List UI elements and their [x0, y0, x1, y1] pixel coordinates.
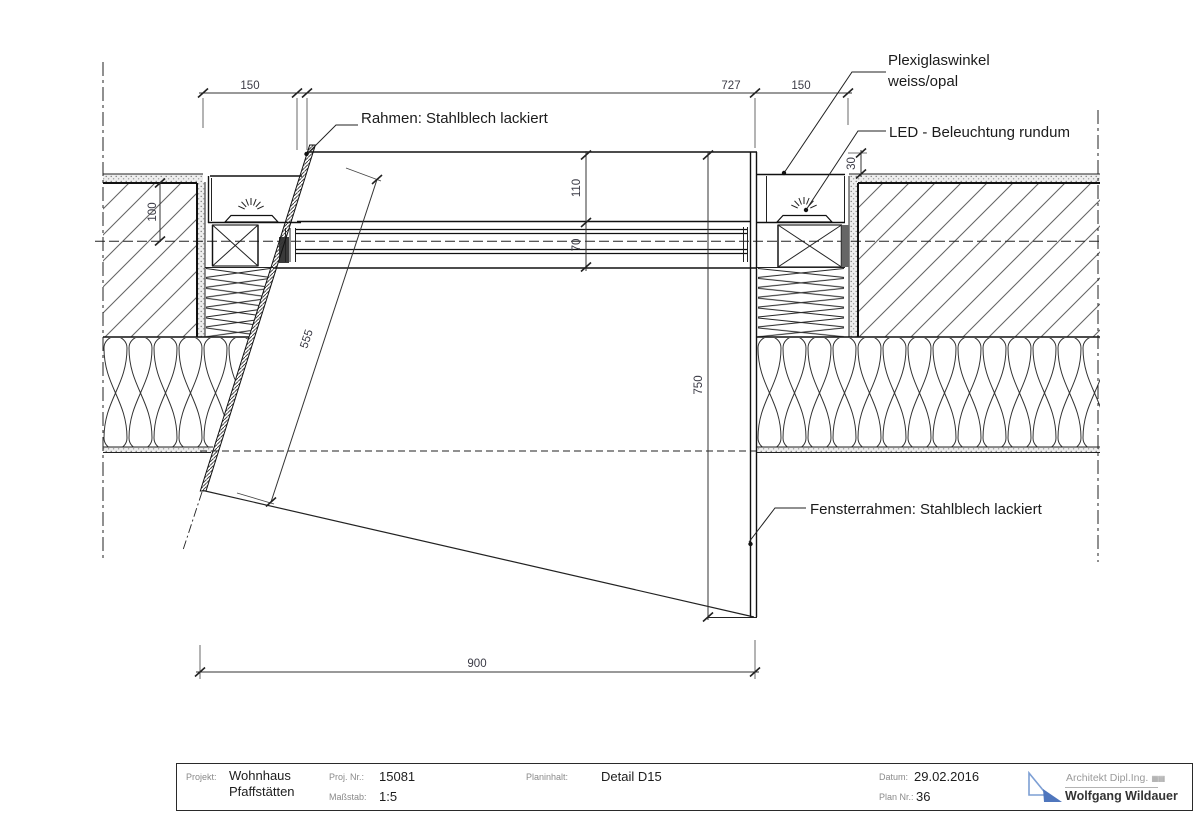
- logo-triangle-filled: [1043, 789, 1062, 802]
- timber-blocking-right: [777, 224, 843, 268]
- logo-triangle-outline: [1028, 771, 1049, 796]
- title-block: Projekt: Wohnhaus Pfaffstätten Proj. Nr.…: [176, 763, 1193, 811]
- dimension-wall-height: 100: [147, 177, 166, 247]
- sash-open-position-line: [202, 489, 755, 618]
- dim-sash-length: 555: [298, 328, 315, 350]
- proj-nr-label: Proj. Nr.:: [329, 772, 365, 782]
- dim-frame-height: 110: [571, 179, 583, 197]
- label-led: LED - Beleuchtung rundum: [889, 124, 1070, 141]
- label-plexiglas-line1: Plexiglaswinkel: [888, 52, 990, 69]
- planinhalt-label: Planinhalt:: [526, 772, 569, 782]
- proj-nr-value: 15081: [379, 769, 416, 784]
- label-rahmen: Rahmen: Stahlblech lackiert: [361, 110, 549, 127]
- led-cove-right: [756, 173, 845, 224]
- steel-frame: [199, 144, 758, 618]
- wall-edges: [103, 173, 1100, 453]
- massstab-value: 1:5: [379, 789, 398, 804]
- timber-blocking-left: [211, 224, 259, 267]
- led-rays-right: [791, 197, 817, 209]
- joint-insulation-right: [757, 268, 845, 337]
- architect-name: Wolfgang Wildauer: [1065, 789, 1178, 803]
- dimension-top-chain: 150 727 150: [197, 80, 854, 150]
- dimension-frame-glazing: 110 70: [571, 149, 592, 273]
- massstab-label: Maßstab:: [329, 792, 367, 802]
- planinhalt-value: Detail D15: [601, 769, 662, 784]
- plan-nr-label: Plan Nr.:: [879, 792, 914, 802]
- edge-seal-right: [841, 225, 849, 267]
- projekt-label: Projekt:: [186, 772, 217, 782]
- edge-seal-left: [279, 237, 289, 263]
- datum-label: Datum:: [879, 772, 909, 782]
- annotations: [304, 71, 886, 547]
- dim-bottom-width: 900: [467, 658, 486, 670]
- led-rays-left: [238, 198, 264, 210]
- dim-wall-height: 100: [147, 202, 159, 221]
- plexiglas-angle-right: [775, 214, 834, 223]
- batt-insulation-right: [757, 338, 1100, 448]
- sash-axis-stub: [182, 491, 203, 551]
- architect-logo: [1028, 771, 1062, 802]
- dim-top-middle: 727: [721, 80, 740, 92]
- architect-title: Architekt Dipl.Ing. ▦▦: [1066, 772, 1165, 784]
- datum-value: 29.02.2016: [914, 769, 980, 784]
- dimension-sash-length: 555: [236, 167, 383, 508]
- dim-top-left: 150: [240, 80, 259, 92]
- dim-top-right: 150: [791, 80, 810, 92]
- dim-opening-height: 750: [693, 375, 705, 394]
- batt-insulation-left: [103, 338, 248, 448]
- dimension-cove-offset: 30: [846, 147, 867, 180]
- wall-section-right: [757, 174, 1100, 453]
- projekt-value-line2: Pfaffstätten: [229, 784, 295, 799]
- dimension-opening-height: 750: [693, 149, 714, 623]
- label-fensterrahmen: Fensterrahmen: Stahlblech lackiert: [810, 501, 1043, 518]
- plexiglas-angle-left: [223, 214, 280, 223]
- glazing-unit: [273, 220, 757, 269]
- dimension-bottom-width: 900: [194, 640, 761, 679]
- architect-seal: ▦▦: [1151, 774, 1165, 783]
- dim-glazing-height: 70: [571, 239, 583, 252]
- architect-divider: [1065, 787, 1158, 788]
- label-plexiglas-line2: weiss/opal: [887, 73, 958, 90]
- plan-nr-value: 36: [916, 789, 931, 804]
- projekt-value-line1: Wohnhaus: [229, 768, 291, 783]
- dim-cove-offset: 30: [846, 157, 858, 170]
